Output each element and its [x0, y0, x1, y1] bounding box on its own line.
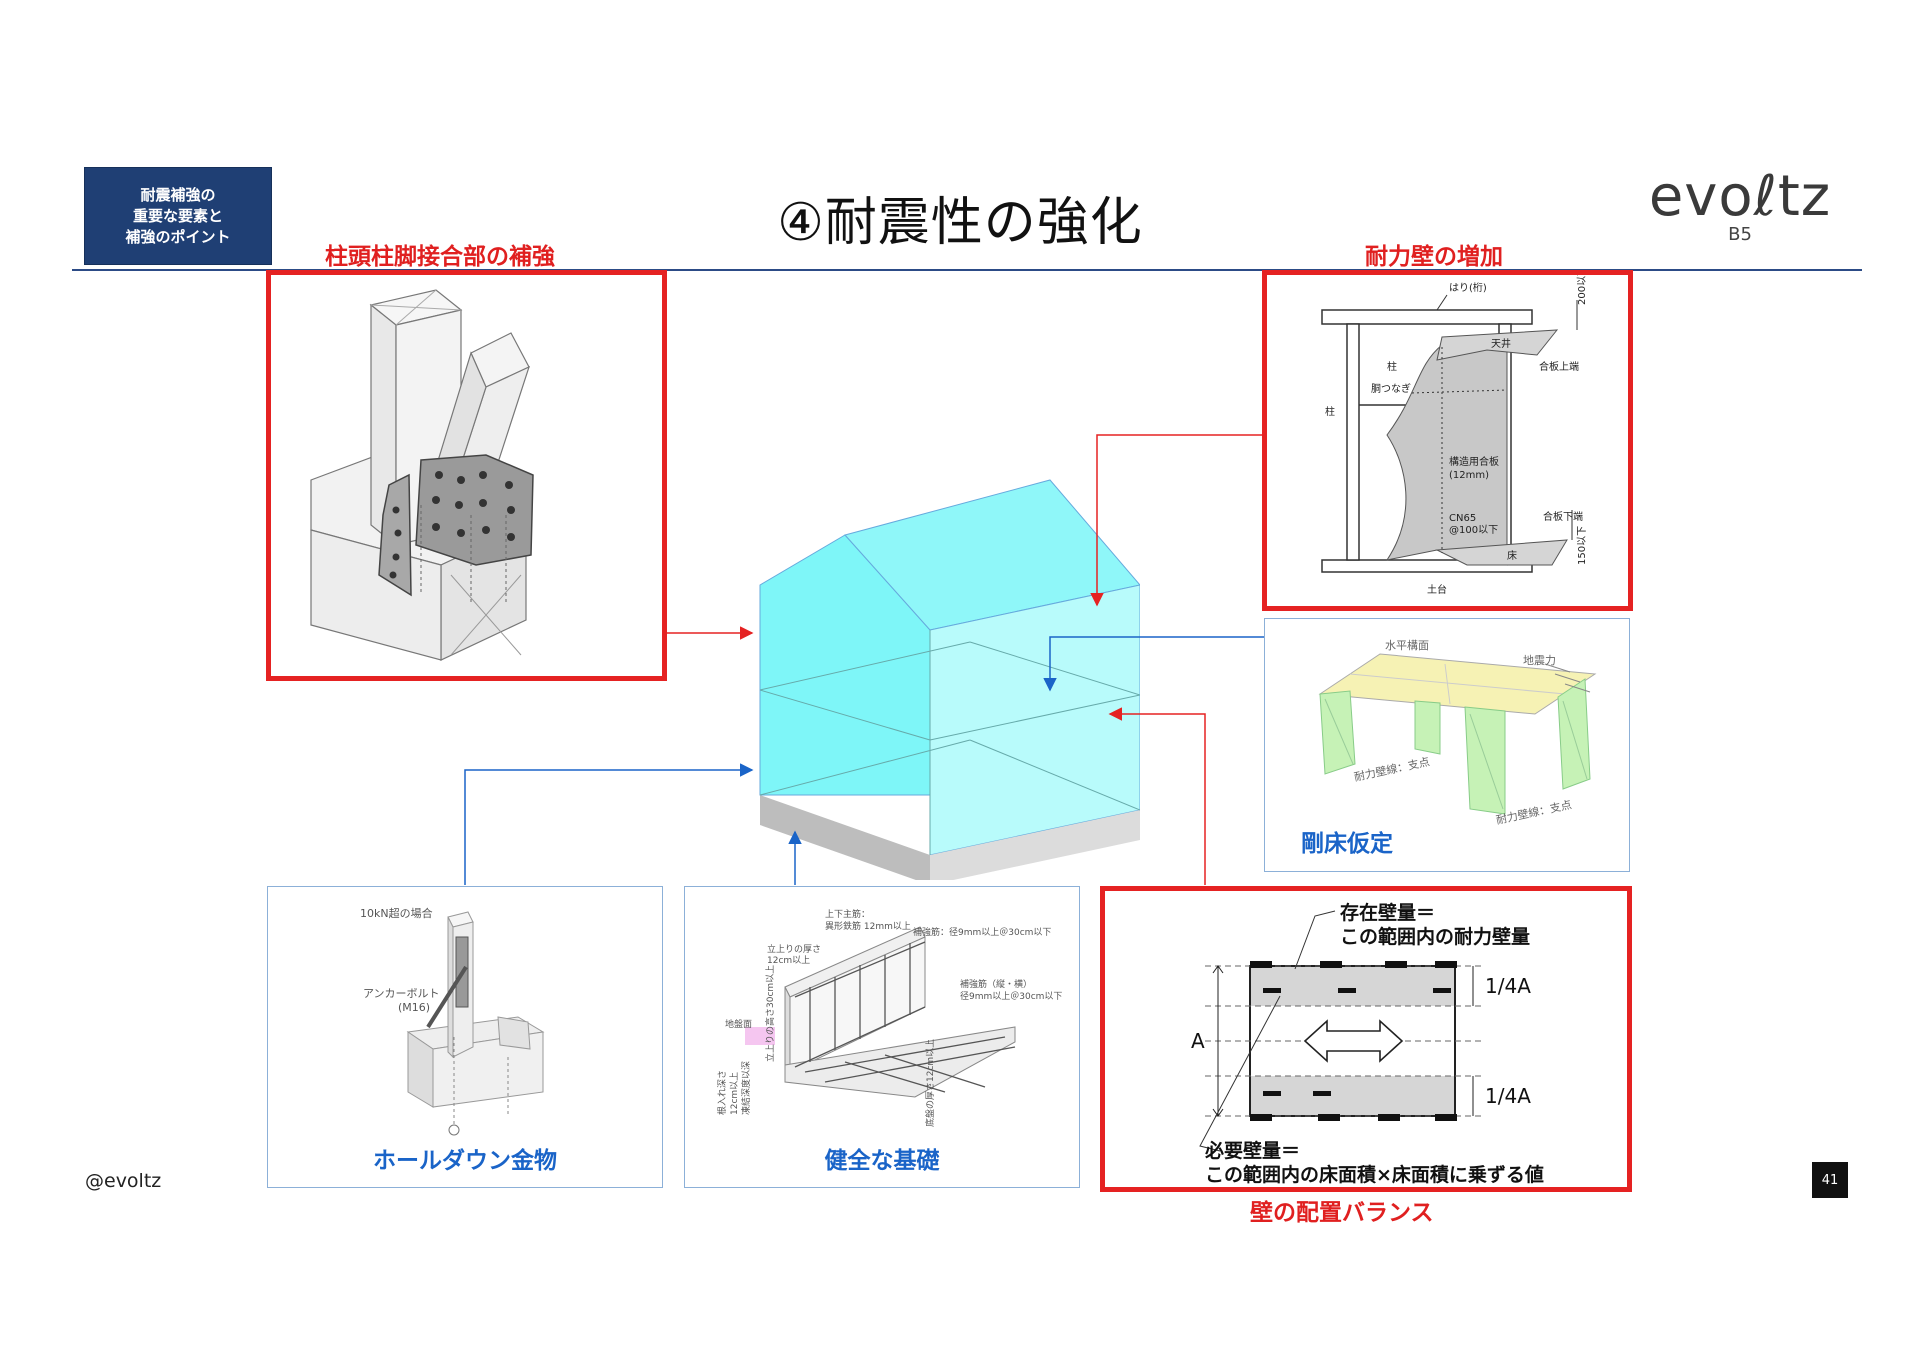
holddown-illustration: 10kN超の場合 アンカーボルト (M16) [360, 906, 545, 1136]
ann-plywood-bottom: 合板下端 [1543, 510, 1583, 523]
badge-line-3: 補強のポイント [125, 227, 231, 246]
section-badge: 耐震補強の 重要な要素と 補強のポイント [85, 168, 271, 264]
ann-ground: 地盤面 [725, 1018, 752, 1030]
foundation-label: 健全な基礎 [824, 1148, 940, 1174]
balance-top-label-2: この範囲内の耐力壁量 [1340, 925, 1530, 948]
ann-rise-thk-2: 12cm以上 [767, 955, 810, 966]
foundation-panel: 上下主筋： 異形鉄筋 12mm以上 補強筋：径9mm以上＠30cm以下 補強筋（… [684, 886, 1080, 1188]
logo-wordmark: evoℓtz [1648, 164, 1832, 229]
ann-rebar-cap: 補強筋：径9mm以上＠30cm以下 [913, 926, 1051, 938]
balance-bottom-label: 必要壁量＝ [1204, 1139, 1300, 1162]
wall-illustration: はり(桁) 200以下 天井 合板上端 柱 胴つなぎ 柱 構造用合板 (12mm… [1321, 266, 1588, 596]
ann-rise-thk: 立上りの厚さ [767, 943, 821, 955]
diaphragm-illustration: 水平構面 地震力 耐力壁線：支点 耐力壁線：支点 [1318, 639, 1597, 827]
footer-handle: @evoltz [85, 1170, 162, 1192]
ann-nail: CN65 [1449, 513, 1476, 524]
evoltz-logo: evoℓtz B5 [1640, 164, 1840, 246]
logo-sub: B5 [1728, 224, 1752, 245]
balance-label: 壁の配置バランス [1250, 1200, 1434, 1226]
ann-plywood-top: 合板上端 [1539, 360, 1579, 373]
ann-sill: 土台 [1427, 583, 1447, 596]
ann-bolt-size: (M16) [398, 1001, 430, 1014]
holddown-panel: 10kN超の場合 アンカーボルト (M16) ホールダウン金物 [267, 886, 663, 1188]
ann-brace: 胴つなぎ [1371, 382, 1411, 395]
balance-illustration: 存在壁量＝ この範囲内の耐力壁量 必要壁量＝ この範囲内の床面積×床面積に乗ずる… [1191, 901, 1544, 1186]
wall-label: 耐力壁の増加 [1365, 244, 1503, 270]
ann-dim200: 200以下 [1577, 275, 1588, 305]
page-number: 41 [1812, 1162, 1848, 1198]
balance-top-label: 存在壁量＝ [1340, 901, 1435, 924]
ann-rise-h: 立上りの高さ30cm以上 [764, 965, 776, 1062]
ann-horizontal: 水平構面 [1385, 639, 1429, 652]
ann-seismic: 地震力 [1523, 654, 1556, 667]
wall-panel: はり(桁) 200以下 天井 合板上端 柱 胴つなぎ 柱 構造用合板 (12mm… [1262, 266, 1633, 611]
balance-bottom-label-2: この範囲内の床面積×床面積に乗ずる値 [1205, 1163, 1544, 1186]
ann-beam: はり(桁) [1449, 281, 1487, 294]
balance-a-label: A [1191, 1029, 1205, 1053]
badge-line-2: 重要な要素と [132, 206, 223, 225]
ann-plywood: 構造用合板 [1449, 455, 1499, 468]
ann-pillar-2: 柱 [1325, 405, 1335, 418]
foundation-illustration: 上下主筋： 異形鉄筋 12mm以上 補強筋：径9mm以上＠30cm以下 補強筋（… [716, 908, 1062, 1127]
ann-ceiling: 天井 [1491, 337, 1511, 350]
ann-slab: 底盤の厚さ12cm以上 [924, 1039, 936, 1127]
balance-panel: 存在壁量＝ この範囲内の耐力壁量 必要壁量＝ この範囲内の床面積×床面積に乗ずる… [1100, 886, 1632, 1192]
joint-panel [266, 270, 667, 681]
badge-line-1: 耐震補強の [140, 185, 216, 204]
ann-rebar-sub-2: 径9mm以上＠30cm以下 [960, 990, 1062, 1002]
ann-depth-2: 12cm以上 [729, 1072, 740, 1115]
diaphragm-label: 剛床仮定 [1301, 831, 1393, 857]
ann-pillar-1: 柱 [1387, 360, 1397, 373]
ann-plywood-thk: (12mm) [1449, 470, 1489, 481]
joint-illustration [310, 289, 534, 661]
balance-quarter-bottom: 1/4A [1485, 1084, 1531, 1108]
ann-rebar-main: 上下主筋： [825, 908, 870, 920]
ann-pitch: @100以下 [1449, 525, 1498, 536]
header-rule [72, 269, 1862, 271]
ann-over: 10kN超の場合 [360, 906, 433, 920]
balance-quarter-top: 1/4A [1485, 974, 1531, 998]
ann-rebar-sub: 補強筋（縦・横） [960, 978, 1032, 990]
joint-label: 柱頭柱脚接合部の補強 [325, 244, 555, 270]
ann-depth-3: 凍結深度以深 [740, 1061, 752, 1115]
ann-bolt: アンカーボルト [363, 987, 440, 1000]
ann-dim150: 150以下 [1577, 526, 1588, 565]
diaphragm-panel: 水平構面 地震力 耐力壁線：支点 耐力壁線：支点 剛床仮定 [1264, 618, 1630, 872]
ann-rebar-main-2: 異形鉄筋 12mm以上 [825, 920, 911, 932]
page-title: ④耐震性の強化 [777, 193, 1143, 253]
ann-floor: 床 [1507, 549, 1517, 562]
holddown-label: ホールダウン金物 [373, 1148, 557, 1174]
house-diagram [759, 479, 1140, 880]
ann-depth: 根入れ深さ [716, 1070, 728, 1115]
